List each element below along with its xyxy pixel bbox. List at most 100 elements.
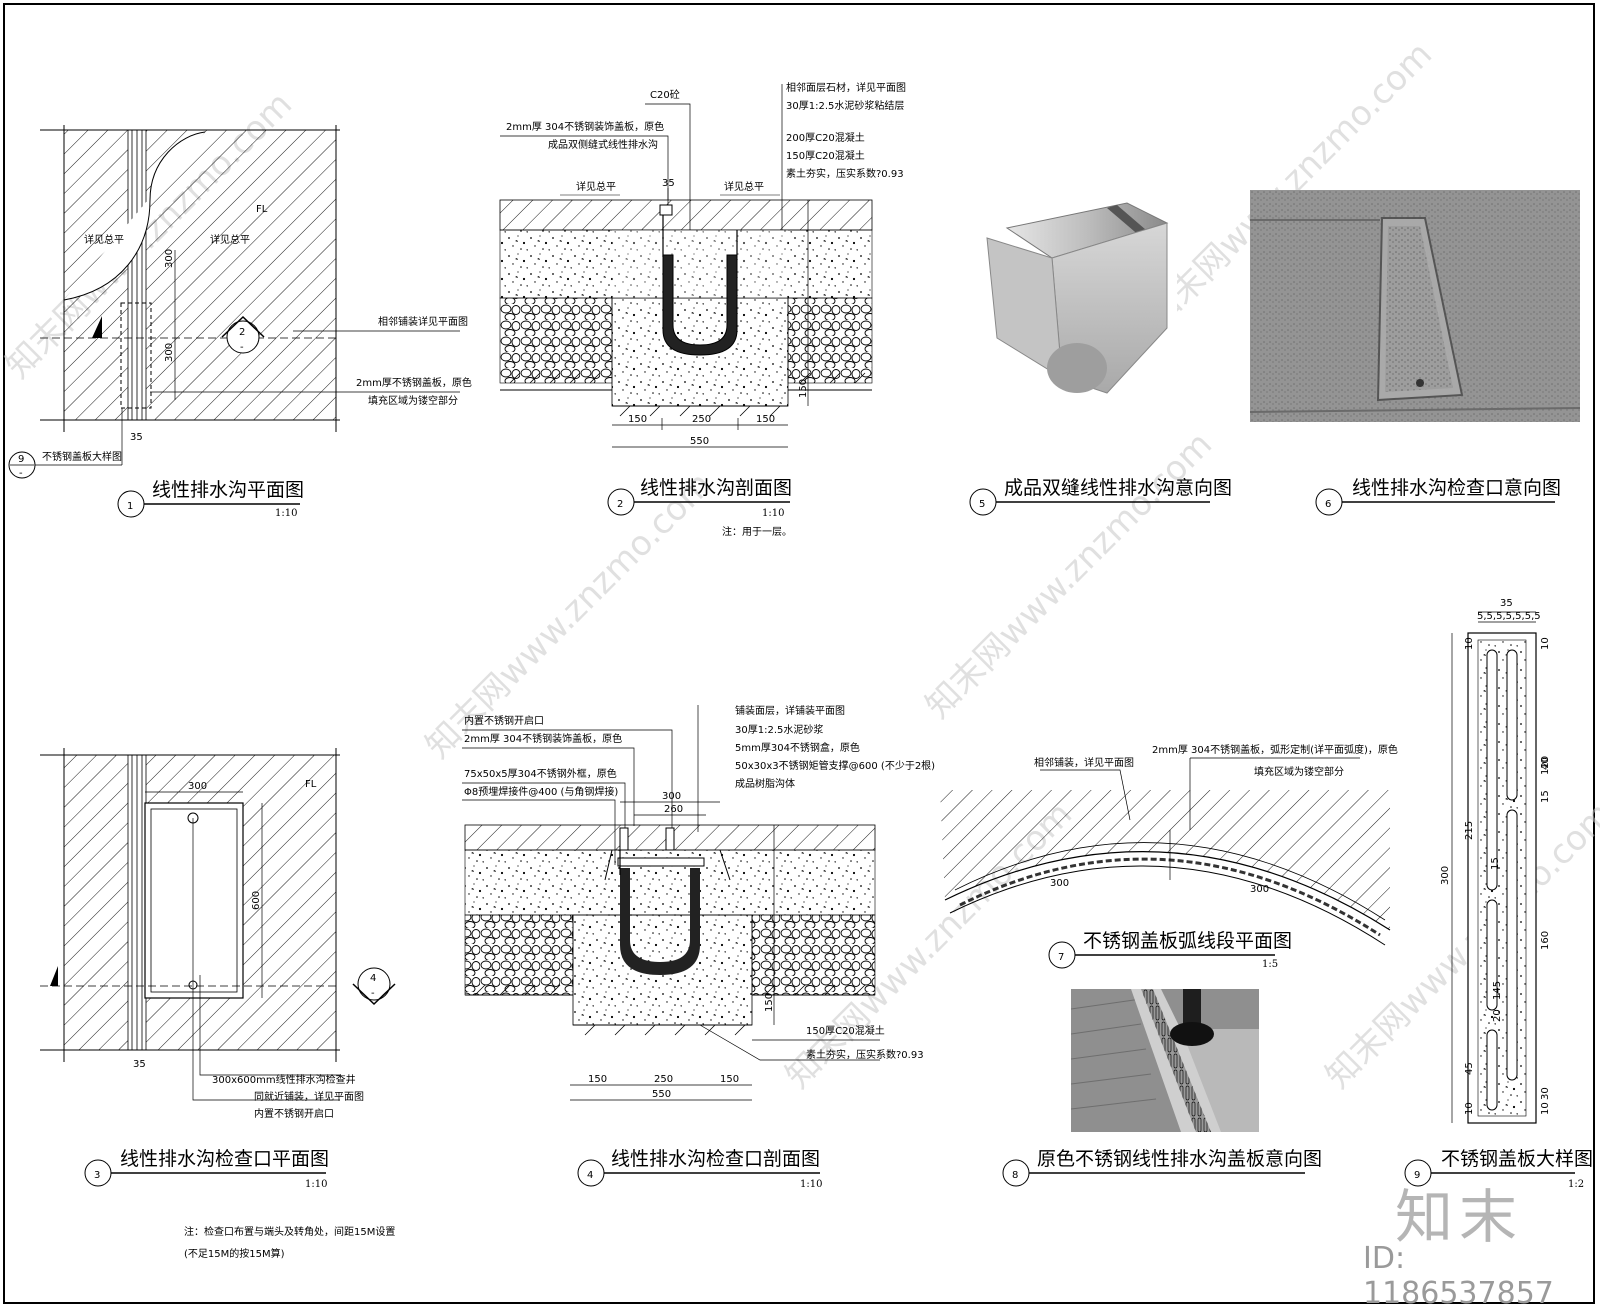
section-marker-num: 4 (370, 973, 376, 984)
dim-b: 300 (1250, 884, 1269, 895)
dim-left-2: 215 (1464, 821, 1475, 840)
title-block-1: 1 线性排水沟平面图 1:10 (117, 479, 304, 519)
view-scale: 1:5 (1262, 959, 1278, 970)
view-number: 9 (1414, 1170, 1420, 1181)
ref-left: 详见总平 (84, 233, 124, 246)
view-scale: 1:10 (762, 508, 784, 519)
dim-right-8: 10 (1540, 1102, 1551, 1115)
layer-2: 30厚1:2.5水泥砂浆粘结层 (786, 99, 904, 112)
view-title: 线性排水沟检查口平面图 (120, 1148, 329, 1170)
label-paving: 相邻铺装详见平面图 (378, 315, 468, 328)
dim-35: 35 (133, 1059, 146, 1070)
label-fill: 填充区域为镂空部分 (368, 394, 458, 407)
title-block-6: 6 线性排水沟检查口意向图 (1315, 477, 1561, 516)
view-number: 3 (94, 1170, 100, 1181)
callout-sub: - (19, 468, 23, 479)
label-cover: 2mm厚不锈钢盖板，原色 (356, 376, 472, 389)
view-number: 2 (617, 499, 623, 510)
dim-right-2: 120 (1540, 756, 1551, 775)
title-block-8: 8 原色不锈钢线性排水沟盖板意向图 (1002, 1148, 1322, 1187)
dim-a: 300 (1050, 878, 1069, 889)
dim-right-10: 40 (1540, 757, 1551, 770)
dim-bottom-1: 150 (628, 414, 647, 425)
view-title: 成品双缝线性排水沟意向图 (1004, 477, 1232, 499)
label-right-5: 成品树脂沟体 (735, 777, 795, 790)
view-number: 8 (1012, 1170, 1018, 1181)
label-left-1: 内置不锈钢开启口 (464, 714, 544, 727)
section-marker-num: 2 (239, 327, 245, 338)
layer-5: 素土夯实，压实系数?0.93 (786, 167, 904, 180)
label-left-2: 2mm厚 304不锈钢装饰盖板，原色 (464, 732, 622, 745)
label-2: 同就近铺装，详见平面图 (254, 1090, 364, 1103)
label-cover: 2mm厚 304不锈钢盖板，弧形定制(详平面弧度)，原色 (1152, 743, 1398, 756)
photo-cover-in-situ (1071, 989, 1259, 1132)
dim-bottom-2: 250 (654, 1074, 673, 1085)
dim-150: 150 (764, 993, 775, 1012)
dim-bottom-3: 150 (720, 1074, 739, 1085)
label-paving: 相邻铺装，详见平面图 (1034, 756, 1134, 769)
dim-total: 550 (690, 436, 709, 447)
dim-right-5: 145 (1492, 981, 1503, 1000)
dim-slots: 5,5,5,5,5,5,5 (1477, 611, 1541, 622)
layer-4: 150厚C20混凝土 (786, 149, 865, 162)
dim-right-9: 15 (1490, 857, 1501, 870)
fl-label: FL (305, 779, 317, 790)
view-7-arc-plan: 300 300 相邻铺装，详见平面图 2mm厚 304不锈钢盖板，弧形定制(详平… (940, 743, 1398, 946)
dim-300: 300 (662, 791, 681, 802)
dim-right-7: 45 (1464, 1062, 1475, 1075)
label-fill: 填充区域为镂空部分 (1254, 765, 1344, 778)
ref-left: 详见总平 (576, 180, 616, 193)
label-right-3: 5mm厚304不锈钢盒，原色 (735, 741, 860, 754)
id-tag: ID: 1186537857 (1363, 1241, 1554, 1311)
view-title: 线性排水沟平面图 (152, 479, 304, 501)
label-left-4: Φ8预埋焊接件@400 (与角钢焊接) (464, 785, 618, 798)
label-right-2: 30厚1:2.5水泥砂浆 (735, 723, 823, 736)
dim-left-3: 10 (1464, 1102, 1475, 1115)
photo-channel-product (967, 193, 1177, 406)
view-number: 5 (979, 499, 985, 510)
view-scale: 1:2 (1568, 1179, 1584, 1190)
drawing-sheet-border (3, 3, 1595, 1304)
dim-left-1: 10 (1464, 637, 1475, 650)
view-title: 线性排水沟检查口意向图 (1352, 477, 1561, 499)
layer-1: 相邻面层石材，详见平面图 (786, 81, 906, 94)
dim-260: 260 (664, 804, 683, 815)
ref-right: 详见总平 (724, 180, 764, 193)
section-marker-sub: - (371, 988, 375, 999)
dim-bottom-3: 150 (756, 414, 775, 425)
view-number: 4 (587, 1170, 593, 1181)
view-title: 不锈钢盖板大样图 (1441, 1148, 1593, 1170)
label-c20: C20砼 (650, 88, 680, 101)
note-1: 注：检查口布置与端头及转角处，间距15M设置 (184, 1225, 395, 1238)
dim-right-11: 30 (1540, 1087, 1551, 1100)
dim-right-1: 10 (1540, 637, 1551, 650)
title-block-7: 7 不锈钢盖板弧线段平面图 1:5 (1048, 930, 1292, 970)
label-right-1: 铺装面层，详铺装平面图 (735, 704, 845, 717)
view-scale: 1:10 (275, 508, 297, 519)
view-scale: 1:10 (800, 1179, 822, 1190)
dim-bottom-1: 150 (588, 1074, 607, 1085)
dim-right-3: 15 (1540, 790, 1551, 803)
view-number: 6 (1325, 499, 1331, 510)
label-channel: 成品双侧缝式线性排水沟 (548, 138, 658, 151)
title-block-9: 9 不锈钢盖板大样图 1:2 (1404, 1148, 1593, 1190)
view2-note: 注：用于一层。 (722, 525, 792, 538)
view-4-inspection-section: 150 250 150 550 150 300 260 内置不锈钢开启口 2mm… (462, 704, 935, 1101)
dim-right-4: 160 (1540, 931, 1551, 950)
bottom-label-1: 150厚C20混凝土 (806, 1024, 885, 1037)
view-1-plan: 2 - 300 300 35 详见总平 详见总平 FL 相邻铺装详见平面图 2m… (8, 125, 472, 479)
dim-300a: 300 (164, 249, 175, 268)
view-title: 线性排水沟剖面图 (640, 477, 792, 499)
callout-num: 9 (18, 454, 24, 465)
dim-300b: 300 (164, 343, 175, 362)
label-3: 内置不锈钢开启口 (254, 1107, 334, 1120)
note-2: (不足15M的按15M算) (184, 1247, 285, 1260)
dim-35: 35 (662, 178, 675, 189)
view-9-cover-detail: 35 5,5,5,5,5,5,5 300 10 215 10 10 120 15… (1440, 598, 1551, 1124)
title-block-4: 4 线性排水沟检查口剖面图 1:10 (577, 1148, 822, 1190)
dim-total: 300 (1440, 866, 1451, 885)
view-title: 线性排水沟检查口剖面图 (611, 1148, 820, 1170)
watermark-text: 知末网www.znzmo.com (918, 424, 1220, 726)
dim-total: 550 (652, 1089, 671, 1100)
